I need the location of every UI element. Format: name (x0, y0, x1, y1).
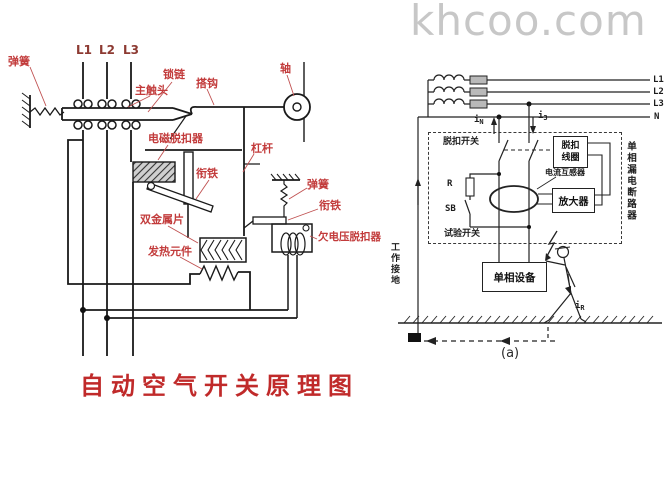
label-test-switch: 试验开关 (444, 229, 481, 239)
label-main-contact: 主触头 (135, 84, 168, 97)
trip-lever (243, 107, 260, 236)
label-working-ground: 工作接地 (389, 242, 399, 286)
label-line-l3: L3 (653, 99, 664, 109)
ground-surface (398, 315, 662, 324)
trip-coil-text-1: 脱扣 (561, 141, 580, 151)
label-breaker-vertical: 单相漏电断路器 (625, 141, 636, 222)
label-bimetal: 双金属片 (140, 213, 184, 226)
trip-coil-text-2: 线圈 (561, 153, 580, 163)
label-phase-l3: L3 (123, 43, 139, 57)
label-current-in: iN (474, 115, 484, 126)
watermark: khcoo.com (410, 0, 647, 45)
label-spring-left: 弹簧 (8, 55, 30, 68)
label-line-n: N (654, 112, 660, 122)
label-trip-switch: 脱扣开关 (443, 137, 480, 147)
main-contacts (73, 62, 141, 356)
subfigure-caption: (a) (501, 346, 520, 361)
air-switch-mechanism (21, 62, 319, 356)
diagram-title: 自动空气开关原理图 (80, 371, 359, 400)
label-lever: 杠杆 (251, 142, 273, 155)
undervoltage-release (252, 173, 313, 318)
trip-coil-box: 脱扣 线圈 (553, 136, 588, 168)
label-shaft: 轴 (280, 62, 291, 75)
label-current-transformer: 电流互感器 (545, 168, 585, 177)
bottom-wiring (80, 307, 297, 321)
supply-lines (418, 74, 650, 120)
label-hook: 搭钩 (196, 77, 218, 90)
label-phase-l2: L2 (99, 43, 115, 57)
label-current-i3: i3 (538, 111, 548, 122)
label-spring-right: 弹簧 (307, 178, 329, 191)
amplifier-box: 放大器 (552, 188, 595, 213)
label-resistor: R (447, 179, 453, 189)
contact-bar-and-hook (61, 62, 311, 142)
label-armature-uv: 衔铁 (319, 199, 341, 212)
label-em-release: 电磁脱扣器 (148, 132, 203, 145)
label-line-l2: L2 (653, 87, 664, 97)
label-armature-em: 衔铁 (196, 167, 218, 180)
equipment-box: 单相设备 (482, 262, 547, 292)
working-ground-line (408, 117, 421, 342)
left-wall-and-spring (21, 92, 65, 128)
leakage-breaker-dashed-box (428, 132, 622, 244)
fault-return-path (424, 327, 556, 345)
label-lock-chain: 锁链 (163, 68, 185, 81)
label-phase-l1: L1 (76, 43, 92, 57)
label-current-ir: iR (575, 301, 585, 312)
label-test-button: SB (445, 204, 456, 214)
label-leader-lines (29, 66, 319, 270)
label-heater: 发热元件 (148, 245, 192, 258)
label-line-l1: L1 (653, 75, 664, 85)
label-uv-release: 欠电压脱扣器 (318, 231, 381, 243)
